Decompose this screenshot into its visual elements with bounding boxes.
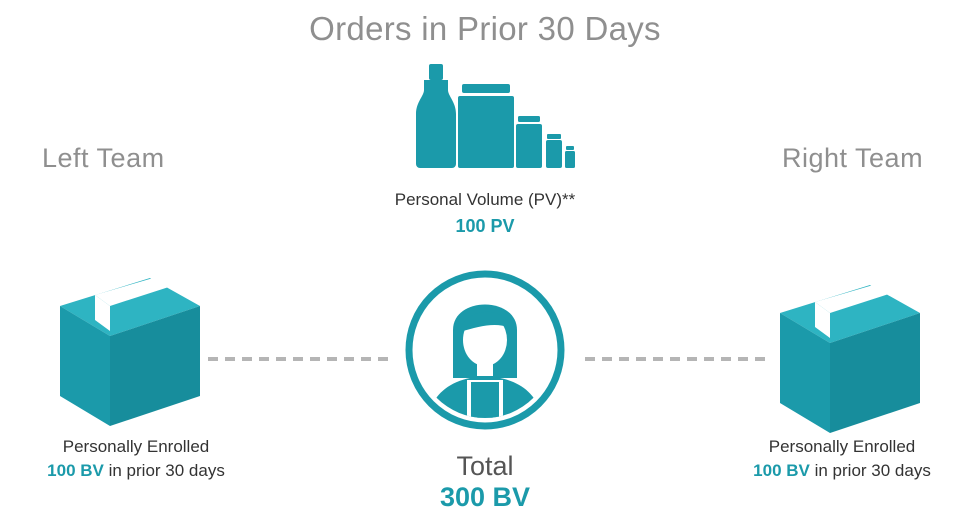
person-avatar-icon	[405, 270, 565, 430]
total-label: Total	[456, 451, 514, 481]
personal-volume-value: 100 PV	[455, 216, 515, 236]
left-team-label: Left Team	[42, 143, 165, 173]
box-icon	[60, 276, 200, 426]
right-enroll-value: 100 BV	[753, 461, 810, 480]
right-connector-line	[585, 357, 765, 361]
left-connector-line	[208, 357, 388, 361]
page-title: Orders in Prior 30 Days	[309, 10, 661, 47]
left-enroll-value: 100 BV	[47, 461, 104, 480]
right-enroll-suffix: in prior 30 days	[809, 461, 931, 480]
right-enroll-detail: 100 BV in prior 30 days	[692, 461, 970, 481]
personal-volume-label: Personal Volume (PV)**	[394, 190, 576, 209]
right-team-label: Right Team	[782, 143, 924, 173]
left-enroll-label: Personally Enrolled	[62, 437, 210, 456]
box-icon	[780, 283, 920, 433]
left-enroll-suffix: in prior 30 days	[103, 461, 225, 480]
right-enroll-label: Personally Enrolled	[768, 437, 916, 456]
left-enroll-detail: 100 BV in prior 30 days	[0, 461, 286, 481]
total-value: 300 BV	[439, 482, 531, 512]
